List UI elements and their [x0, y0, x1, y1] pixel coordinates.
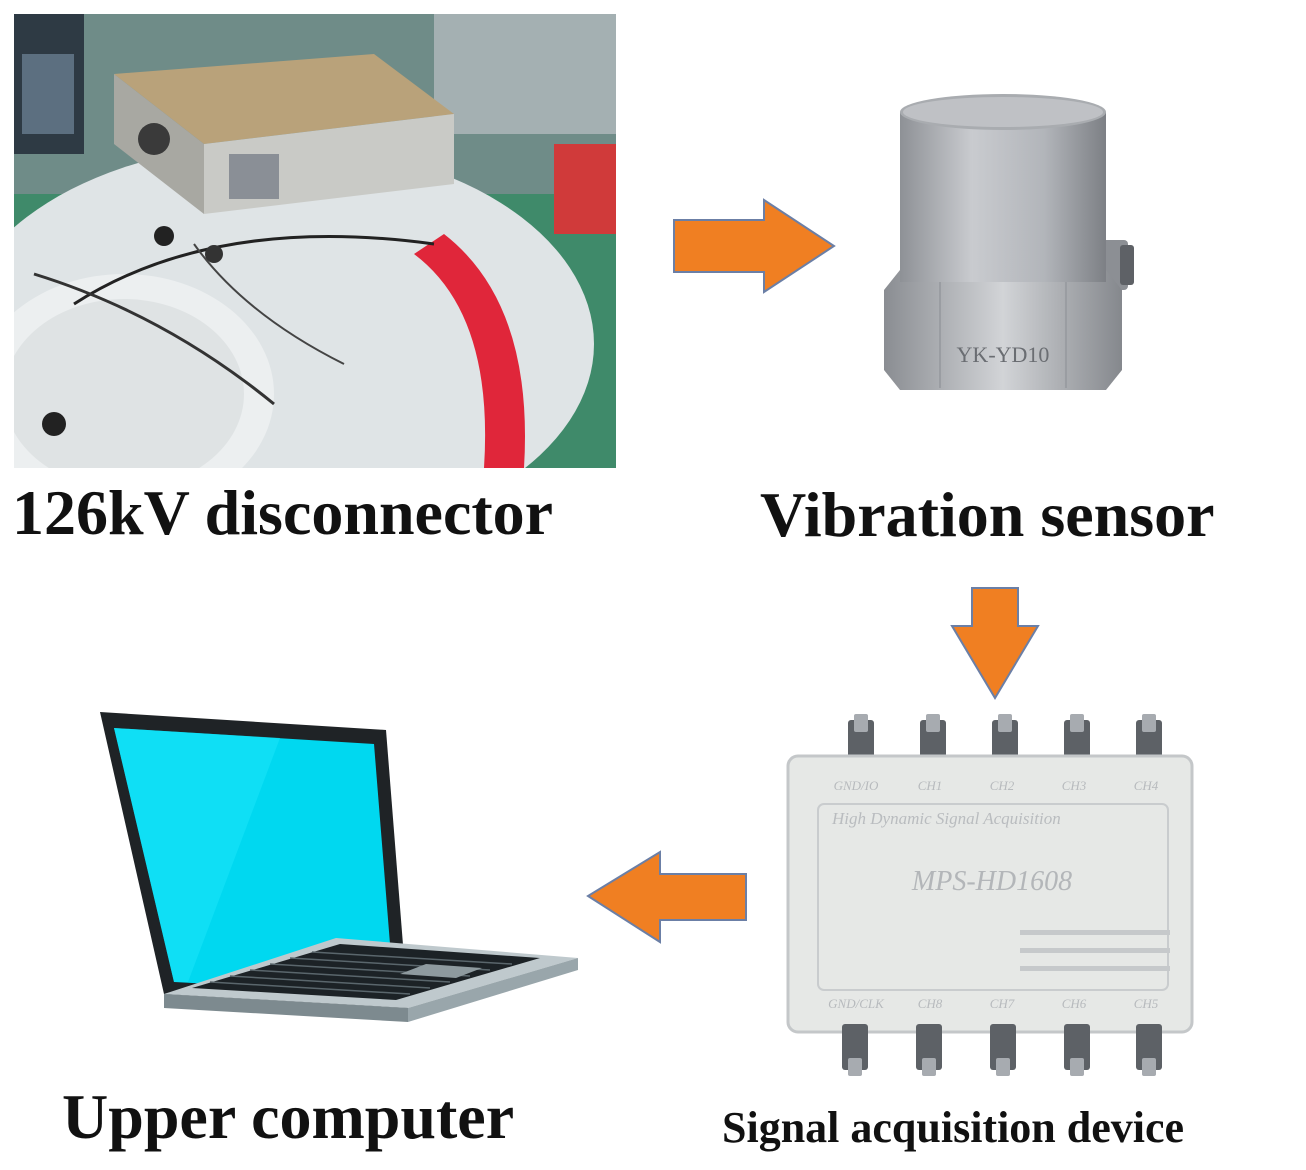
arrow-right-icon: [673, 198, 836, 294]
device-subtitle: High Dynamic Signal Acquisition: [831, 809, 1061, 828]
port-label: CH4: [1134, 778, 1159, 793]
port-label: GND/IO: [834, 778, 879, 793]
sensor-marking: YK-YD10: [957, 342, 1050, 367]
vibration-sensor-photo: YK-YD10: [884, 94, 1134, 390]
port-label: CH1: [918, 778, 943, 793]
laptop-touchpad: [400, 964, 482, 978]
bottom-bnc-connectors: [842, 1024, 1162, 1070]
signal-acquisition-device: GND/IO CH1 CH2 CH3 CH4 High Dynamic Sign…: [786, 714, 1194, 1076]
port-label: CH8: [918, 996, 943, 1011]
port-label: CH7: [990, 996, 1015, 1011]
laptop-illustration: [100, 712, 578, 1022]
port-label: CH6: [1062, 996, 1087, 1011]
arrow-left-icon: [586, 850, 747, 944]
port-label: GND/CLK: [828, 996, 885, 1011]
port-label: CH2: [990, 778, 1015, 793]
port-label: CH3: [1062, 778, 1087, 793]
label-disconnector: 126kV disconnector: [12, 477, 554, 548]
device-model: MPS-HD1608: [911, 866, 1072, 897]
label-signal-acquisition-device: Signal acquisition device: [722, 1103, 1185, 1152]
label-upper-computer: Upper computer: [62, 1081, 515, 1152]
port-label: CH5: [1134, 996, 1159, 1011]
disconnector-photo: [14, 14, 616, 468]
label-vibration-sensor: Vibration sensor: [760, 479, 1215, 550]
arrow-down-icon: [950, 587, 1040, 700]
